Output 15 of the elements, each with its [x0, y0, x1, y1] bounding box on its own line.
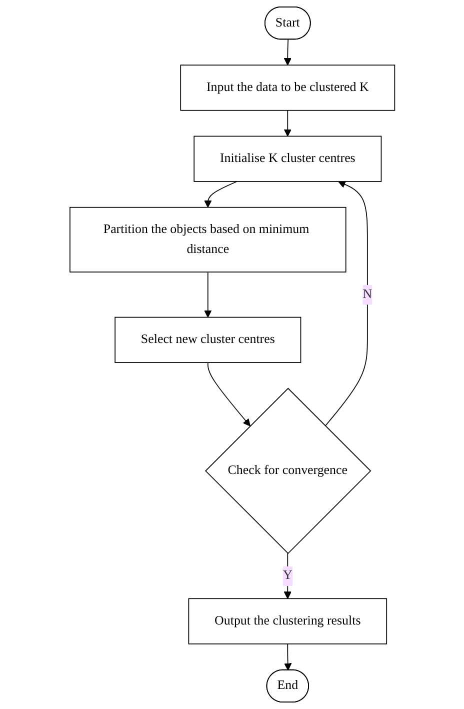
arrow: [324, 180, 368, 426]
node-box: Select new cluster centres: [114, 316, 301, 363]
node-box: Partition the objects based on minimum distance: [69, 206, 346, 272]
node-box: Output the clustering results: [188, 598, 387, 644]
arrow: [284, 110, 292, 137]
arrow: [284, 39, 292, 66]
node-diamond: Check for convergence: [204, 388, 371, 554]
arrow: [284, 643, 292, 671]
edge-label: Y: [282, 568, 292, 583]
arrow: [207, 362, 250, 426]
node-box: Initialise K cluster centres: [193, 136, 382, 182]
node-box: Input the data to be clustered K: [180, 64, 395, 111]
arrow: [204, 181, 237, 208]
edge-label: N: [362, 288, 372, 302]
arrow: [204, 272, 212, 318]
